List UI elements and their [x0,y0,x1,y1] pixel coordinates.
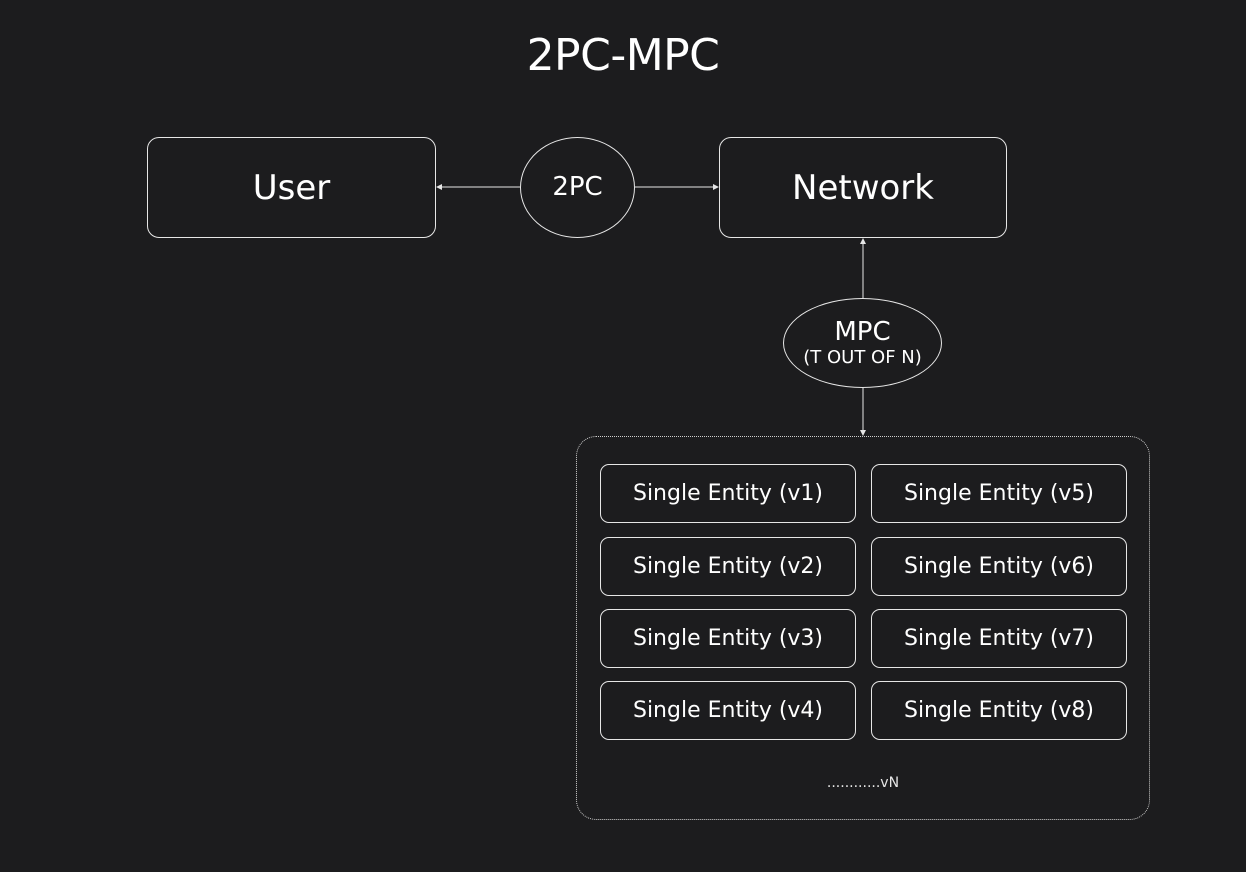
diagram-title: 2PC-MPC [526,30,720,81]
mpc-label: MPC [834,316,891,347]
entity-v2: Single Entity (v2) [600,537,856,596]
mpc-ellipse: MPC (T OUT OF N) [783,298,942,388]
entity-v4: Single Entity (v4) [600,681,856,740]
entity-v8: Single Entity (v8) [871,681,1127,740]
network-node: Network [719,137,1007,238]
2pc-label: 2PC [552,172,603,203]
entity-v5: Single Entity (v5) [871,464,1127,523]
entity-v1: Single Entity (v1) [600,464,856,523]
2pc-ellipse: 2PC [520,137,635,238]
mpc-threshold-label: (T OUT OF N) [803,347,922,369]
more-entities-label: ............vN [826,775,900,791]
entity-v3: Single Entity (v3) [600,609,856,668]
entity-v6: Single Entity (v6) [871,537,1127,596]
entity-group [576,436,1150,820]
user-node: User [147,137,436,238]
entity-v7: Single Entity (v7) [871,609,1127,668]
